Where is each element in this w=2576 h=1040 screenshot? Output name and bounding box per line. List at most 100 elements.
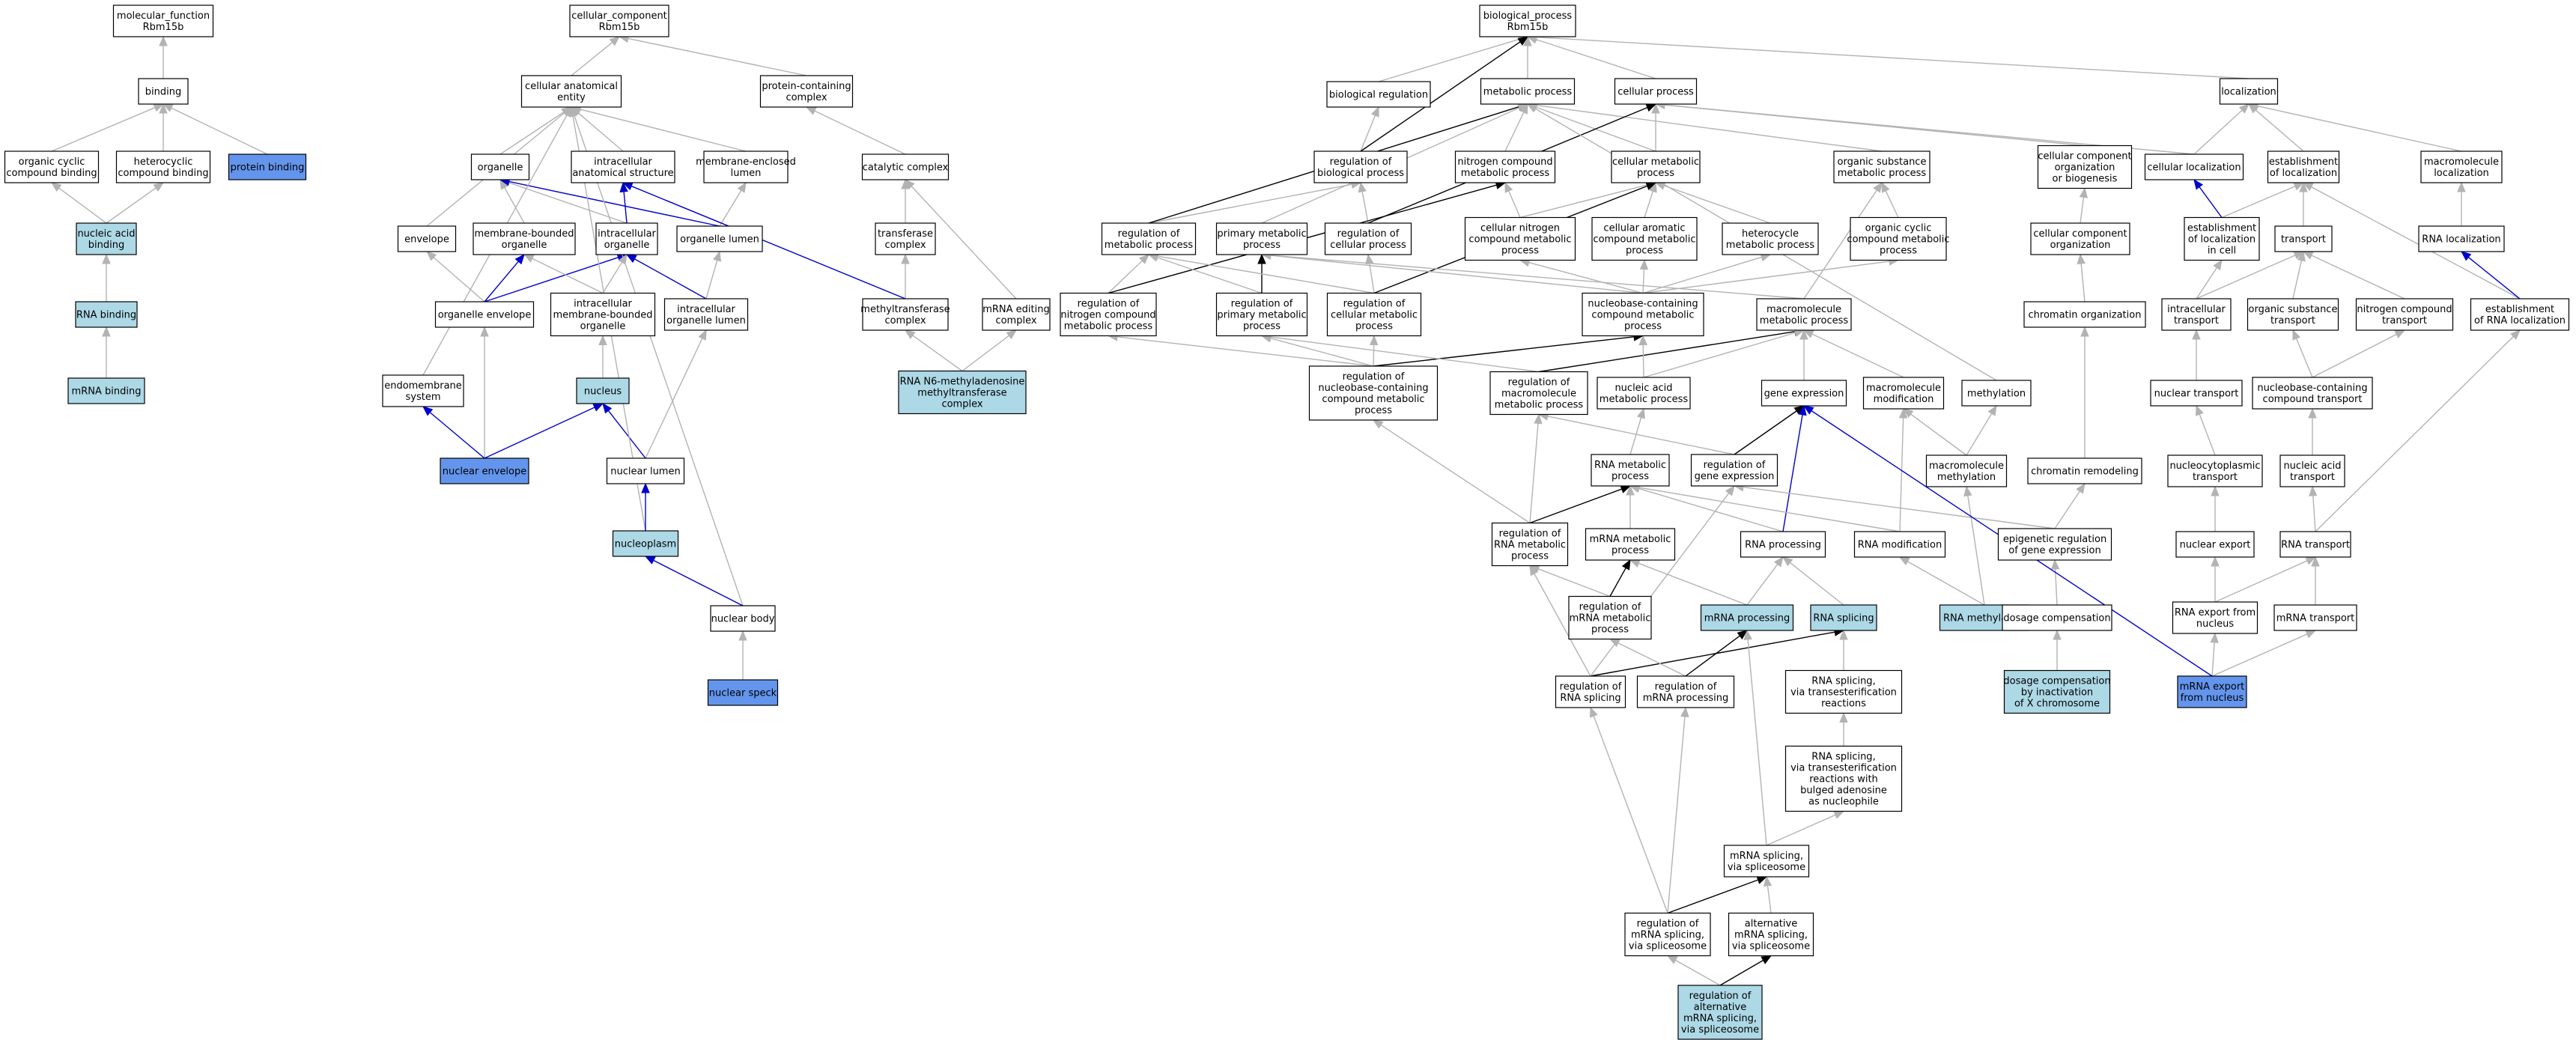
node-box[interactable] [76,222,137,255]
node-box[interactable] [1700,604,1794,631]
node-box[interactable] [2030,222,2130,255]
node-box[interactable] [2252,377,2373,410]
node-chromorg[interactable]: chromatin organization [2023,301,2146,328]
node-box[interactable] [2150,380,2243,407]
node-mrnap[interactable]: mRNA processing [1700,604,1794,631]
node-box[interactable] [663,298,749,331]
node-box[interactable] [676,225,763,252]
node-rnas[interactable]: RNA splicing [1810,604,1877,631]
node-box[interactable] [1810,604,1877,631]
node-box[interactable] [710,605,776,632]
node-box[interactable] [2023,301,2146,328]
node-box[interactable] [1862,377,1945,410]
node-box[interactable] [1313,150,1408,183]
node-pb[interactable]: protein binding [228,153,307,180]
node-box[interactable] [1568,595,1652,640]
node-methylation[interactable]: methylation [1961,380,2032,407]
node-box[interactable] [1101,222,1197,255]
node-box[interactable] [2175,531,2255,558]
node-ge[interactable]: gene expression [1761,380,1847,407]
node-box[interactable] [1585,528,1676,561]
node-box[interactable] [470,153,530,180]
node-box[interactable] [612,530,679,557]
node-box[interactable] [1489,371,1588,416]
node-box[interactable] [898,370,1027,415]
node-box[interactable] [1060,292,1157,337]
node-box[interactable] [606,457,685,484]
node-box[interactable] [2279,454,2345,487]
node-box[interactable] [2470,298,2570,331]
node-box[interactable] [1761,380,1847,407]
node-box[interactable] [1464,216,1576,261]
node-box[interactable] [434,301,535,328]
node-box[interactable] [138,78,189,105]
node-box[interactable] [1677,985,1763,1040]
node-rnasba[interactable]: RNA splicing,via transesterificationreac… [1784,745,1903,812]
node-box[interactable] [1624,912,1711,957]
node-rnatr[interactable]: RNA transport [2279,531,2351,558]
node-box[interactable] [1591,454,1670,487]
node-rnab[interactable]: RNA binding [75,301,138,328]
node-chromrem[interactable]: chromatin remodeling [2027,457,2142,484]
node-box[interactable] [2037,145,2133,189]
node-box[interactable] [1636,675,1735,708]
node-box[interactable] [1961,380,2032,407]
node-mrnass[interactable]: mRNA splicing,via spliceosome [1723,845,1810,878]
node-box[interactable] [707,679,779,706]
node-mrnatr[interactable]: mRNA transport [2273,604,2357,631]
node-box[interactable] [1740,531,1826,558]
node-box[interactable] [1611,150,1701,183]
node-box[interactable] [382,374,464,407]
node-box[interactable] [2279,531,2351,558]
node-box[interactable] [1833,150,1931,183]
node-box[interactable] [2418,225,2505,252]
node-m6a[interactable]: RNA N6-methyladenosinemethyltransferasec… [898,370,1027,415]
node-box[interactable] [1555,675,1626,708]
node-box[interactable] [1723,845,1810,878]
node-box[interactable] [2219,78,2279,105]
node-box[interactable] [2420,150,2503,183]
node-rnastr[interactable]: RNA splicing,via transesterificationreac… [1784,669,1903,714]
node-box[interactable] [228,153,307,180]
node-box[interactable] [1756,298,1852,331]
node-box[interactable] [2273,604,2357,631]
node-box[interactable] [1997,528,2112,561]
node-box[interactable] [1582,292,1704,337]
